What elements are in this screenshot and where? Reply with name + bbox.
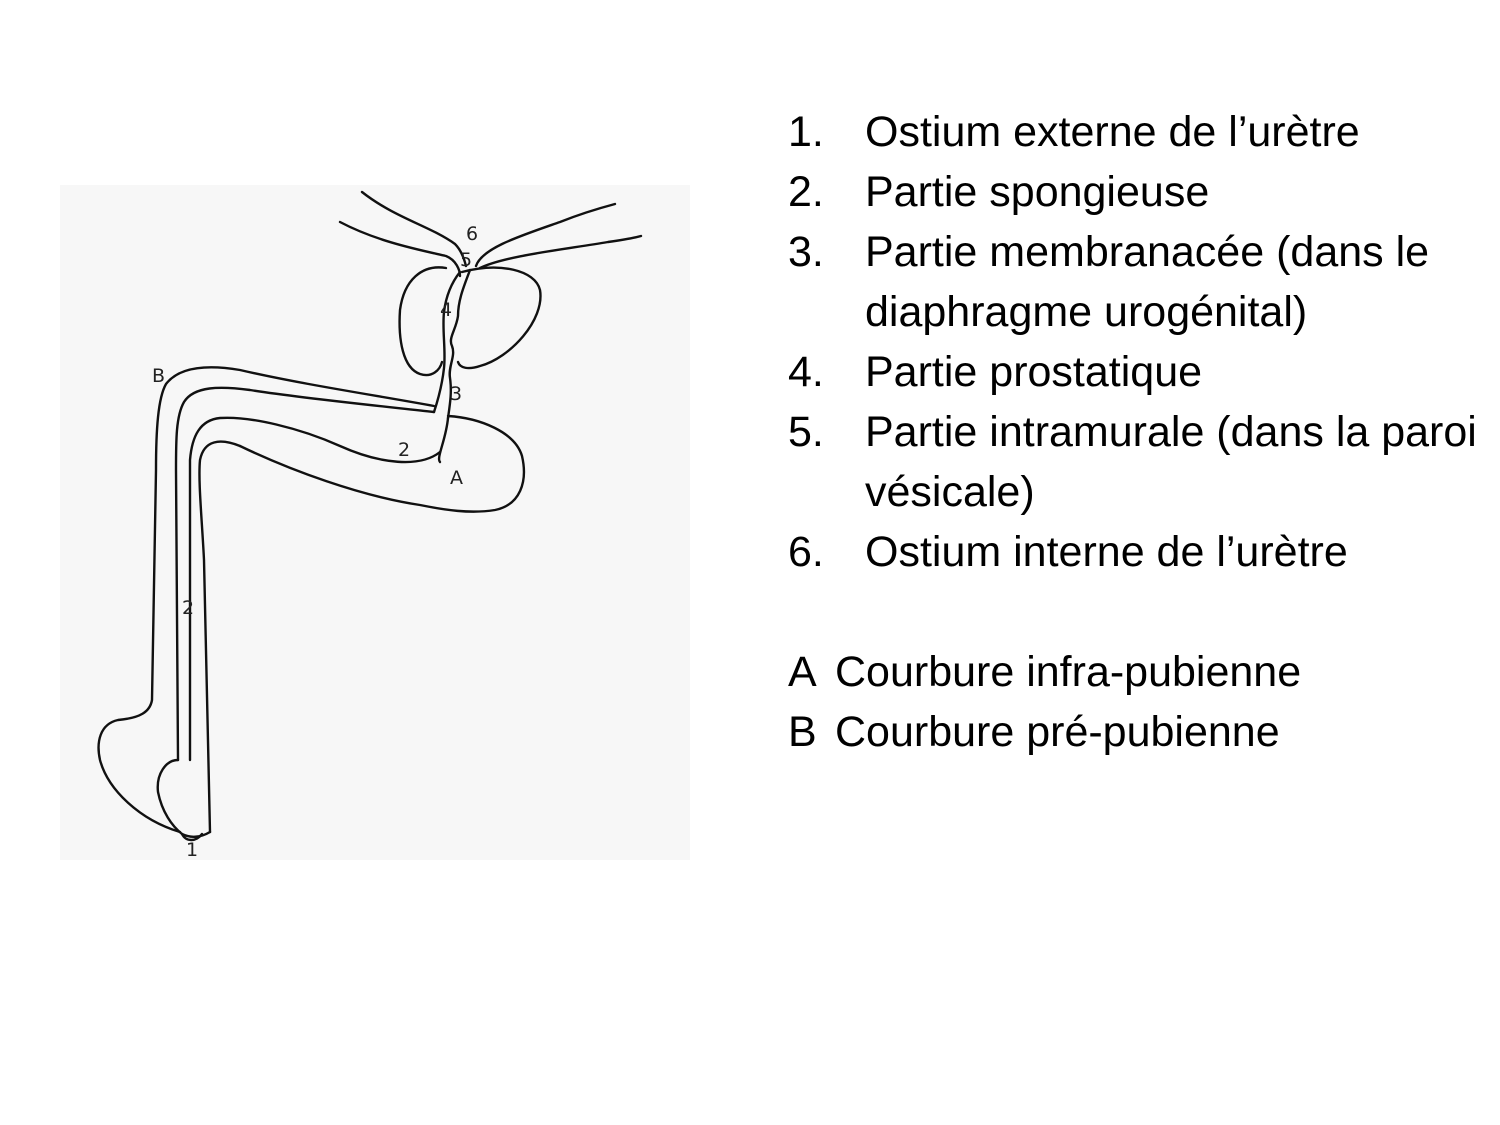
list-item: 5. Partie intramurale (dans la paroi vés… [788, 402, 1488, 522]
curvature-letter: A [788, 648, 817, 696]
bladder-wall-outer-right [474, 202, 617, 268]
list-text: Partie prostatique [865, 348, 1203, 396]
penis-inner-contour [437, 416, 450, 464]
label-4: 4 [440, 299, 452, 321]
urethra-diagram: 6 5 4 3 2 A B 2 1 [60, 185, 690, 861]
list-number: 5. [788, 408, 824, 456]
label-1: 1 [186, 839, 198, 861]
external-meatus [180, 832, 204, 842]
curvature-letter: B [788, 708, 817, 756]
legend: 1. Ostium externe de l’urètre 2. Partie … [788, 102, 1488, 762]
label-3: 3 [450, 383, 462, 405]
penis-ventral-contour [198, 440, 242, 834]
spongy-urethra-lower [188, 416, 442, 762]
bulb-outline [238, 414, 526, 513]
list-item: 1. Ostium externe de l’urètre [788, 102, 1488, 162]
list-number: 3. [788, 228, 824, 276]
list-text: Ostium externe de l’urètre [865, 108, 1360, 156]
list-number: 4. [788, 348, 824, 396]
list-item: 3. Partie membranacée (dans le diaphragm… [788, 222, 1488, 342]
label-b: B [152, 365, 165, 387]
list-number: 2. [788, 168, 824, 216]
prostatic-urethra-left [432, 270, 462, 414]
list-item: 2. Partie spongieuse [788, 162, 1488, 222]
legend-spacer [788, 582, 1488, 642]
bladder-wall-inner-right [478, 234, 643, 270]
list-text: Partie membranacée (dans le diaphragme u… [865, 228, 1430, 336]
curvature-text: Courbure pré-pubienne [835, 708, 1280, 756]
list-text: Partie intramurale (dans la paroi vésica… [865, 408, 1477, 516]
list-number: 6. [788, 528, 824, 576]
scan-background [60, 185, 690, 860]
glans-outline [156, 758, 212, 838]
curvature-item: B Courbure pré-pubienne [788, 702, 1488, 762]
bladder-wall-outer [360, 190, 468, 268]
label-2-lower: 2 [182, 597, 194, 619]
spongy-urethra-upper [174, 386, 436, 762]
label-a: A [450, 467, 463, 489]
list-item: 6. Ostium interne de l’urètre [788, 522, 1488, 582]
list-item: 4. Partie prostatique [788, 342, 1488, 402]
label-6: 6 [466, 223, 478, 245]
label-2-upper: 2 [398, 439, 410, 461]
label-5: 5 [460, 249, 472, 271]
prostatic-urethra-right [446, 268, 472, 420]
prostate-left-lobe [398, 266, 448, 377]
list-number: 1. [788, 108, 824, 156]
list-text: Partie spongieuse [865, 168, 1210, 216]
penis-outer-contour [97, 366, 436, 834]
curvature-text: Courbure infra-pubienne [835, 648, 1302, 696]
bladder-wall-inner [338, 220, 462, 278]
urethra-parts-list: 1. Ostium externe de l’urètre 2. Partie … [788, 102, 1488, 582]
list-text: Ostium interne de l’urètre [865, 528, 1348, 576]
prostate-right-lobe [456, 266, 542, 370]
curvature-item: A Courbure infra-pubienne [788, 642, 1488, 702]
